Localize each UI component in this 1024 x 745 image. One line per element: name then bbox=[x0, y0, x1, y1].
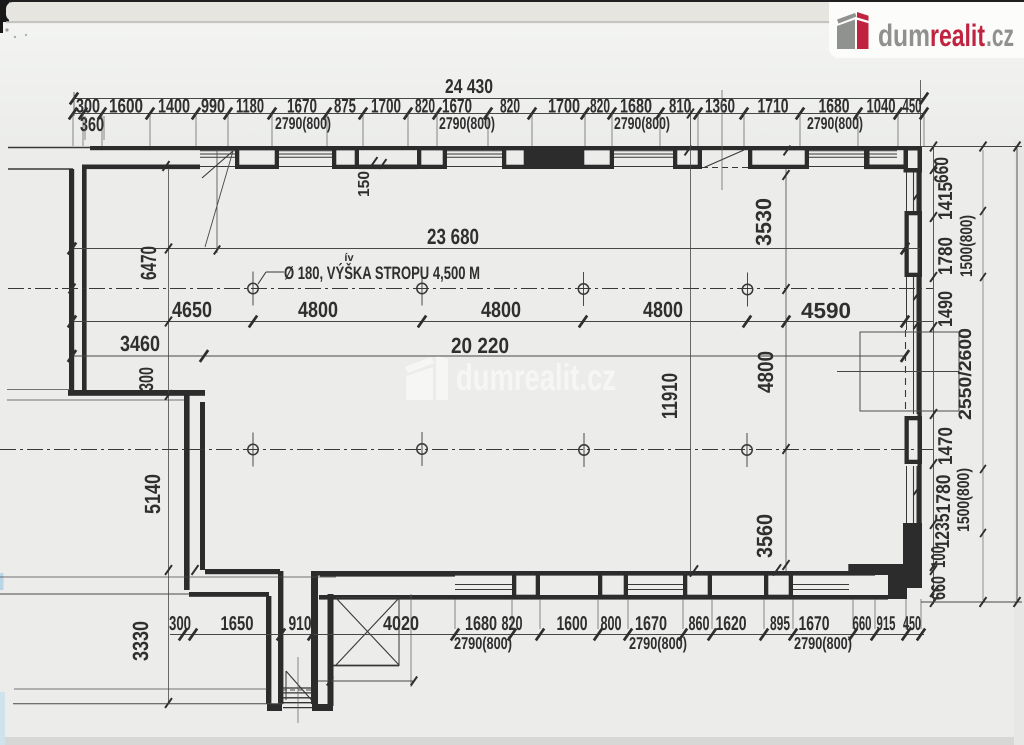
svg-text:23 680: 23 680 bbox=[427, 224, 479, 249]
svg-text:450: 450 bbox=[903, 96, 922, 118]
svg-text:860: 860 bbox=[689, 613, 710, 635]
svg-text:3530: 3530 bbox=[751, 198, 776, 246]
svg-text:1400: 1400 bbox=[158, 96, 190, 118]
svg-text:11910: 11910 bbox=[657, 373, 682, 419]
svg-text:20 220: 20 220 bbox=[451, 333, 509, 358]
svg-text:3330: 3330 bbox=[128, 621, 153, 661]
svg-text:3560: 3560 bbox=[752, 514, 777, 558]
svg-text:300: 300 bbox=[76, 96, 100, 118]
svg-text:.cz: .cz bbox=[986, 18, 1014, 53]
svg-text:1700: 1700 bbox=[548, 96, 580, 118]
svg-text:1500(800): 1500(800) bbox=[954, 468, 973, 532]
svg-text:4020: 4020 bbox=[383, 613, 419, 635]
svg-text:1600: 1600 bbox=[557, 613, 588, 635]
svg-text:1710: 1710 bbox=[758, 96, 789, 118]
svg-text:4800: 4800 bbox=[643, 297, 683, 322]
svg-text:990: 990 bbox=[201, 96, 225, 118]
svg-text:dumrealit.cz: dumrealit.cz bbox=[456, 357, 616, 398]
svg-text:1680: 1680 bbox=[620, 96, 652, 118]
svg-text:800: 800 bbox=[601, 613, 622, 635]
svg-text:1680: 1680 bbox=[465, 613, 497, 635]
svg-text:820: 820 bbox=[500, 96, 520, 118]
svg-text:1490: 1490 bbox=[935, 291, 957, 327]
svg-text:660: 660 bbox=[928, 576, 950, 600]
svg-text:1620: 1620 bbox=[716, 613, 747, 635]
svg-text:820: 820 bbox=[502, 613, 523, 635]
svg-text:3460: 3460 bbox=[120, 331, 160, 356]
svg-text:1180: 1180 bbox=[236, 96, 264, 118]
svg-text:360: 360 bbox=[80, 114, 104, 136]
svg-text:2790(800): 2790(800) bbox=[454, 634, 512, 653]
svg-text:ív: ív bbox=[344, 252, 354, 264]
svg-text:875: 875 bbox=[334, 96, 356, 118]
svg-text:4800: 4800 bbox=[753, 351, 778, 393]
svg-text:810: 810 bbox=[669, 96, 691, 118]
svg-text:2790(800): 2790(800) bbox=[614, 114, 670, 133]
svg-text:2790(800): 2790(800) bbox=[807, 114, 863, 133]
svg-text:660: 660 bbox=[931, 157, 953, 183]
svg-text:1235: 1235 bbox=[932, 514, 954, 549]
svg-text:2790(800): 2790(800) bbox=[275, 114, 331, 133]
svg-text:450: 450 bbox=[903, 613, 921, 635]
svg-text:4800: 4800 bbox=[481, 297, 521, 322]
svg-text:1780: 1780 bbox=[935, 237, 957, 275]
svg-text:1700: 1700 bbox=[371, 96, 401, 118]
svg-text:300: 300 bbox=[136, 367, 158, 391]
svg-text:1600: 1600 bbox=[109, 96, 143, 118]
svg-text:4650: 4650 bbox=[172, 297, 212, 322]
svg-text:2790(800): 2790(800) bbox=[794, 634, 852, 653]
svg-text:895: 895 bbox=[770, 613, 790, 635]
svg-text:1670: 1670 bbox=[799, 613, 830, 635]
svg-text:Ø 180, VÝŠKA STROPU 4,500 M: Ø 180, VÝŠKA STROPU 4,500 M bbox=[284, 262, 480, 283]
svg-text:1670: 1670 bbox=[442, 96, 472, 118]
svg-text:1415: 1415 bbox=[935, 182, 957, 220]
svg-text:660: 660 bbox=[853, 613, 872, 635]
svg-text:6470: 6470 bbox=[136, 246, 161, 280]
svg-text:24 430: 24 430 bbox=[445, 76, 493, 98]
svg-text:910: 910 bbox=[289, 613, 312, 635]
svg-text:1670: 1670 bbox=[635, 613, 667, 635]
svg-text:820: 820 bbox=[590, 96, 610, 118]
svg-text:300: 300 bbox=[169, 613, 191, 635]
svg-text:1360: 1360 bbox=[705, 96, 735, 118]
svg-text:1780: 1780 bbox=[933, 475, 955, 514]
svg-text:1500(800): 1500(800) bbox=[957, 215, 976, 277]
svg-text:dum: dum bbox=[878, 18, 930, 53]
svg-text:realit: realit bbox=[930, 18, 985, 53]
svg-text:4800: 4800 bbox=[298, 297, 338, 322]
svg-text:100: 100 bbox=[928, 546, 950, 568]
svg-text:1680: 1680 bbox=[819, 96, 850, 118]
svg-text:5140: 5140 bbox=[140, 474, 165, 514]
svg-text:1650: 1650 bbox=[221, 613, 254, 635]
svg-text:2550/2600: 2550/2600 bbox=[955, 328, 975, 420]
svg-text:1470: 1470 bbox=[935, 427, 957, 465]
svg-text:4590: 4590 bbox=[801, 298, 851, 323]
svg-text:150: 150 bbox=[356, 171, 373, 197]
svg-text:1670: 1670 bbox=[287, 96, 317, 118]
svg-text:1040: 1040 bbox=[867, 96, 896, 118]
svg-text:820: 820 bbox=[415, 96, 435, 118]
svg-text:2790(800): 2790(800) bbox=[439, 114, 495, 133]
svg-text:915: 915 bbox=[877, 613, 896, 635]
svg-text:2790(800): 2790(800) bbox=[629, 634, 687, 653]
